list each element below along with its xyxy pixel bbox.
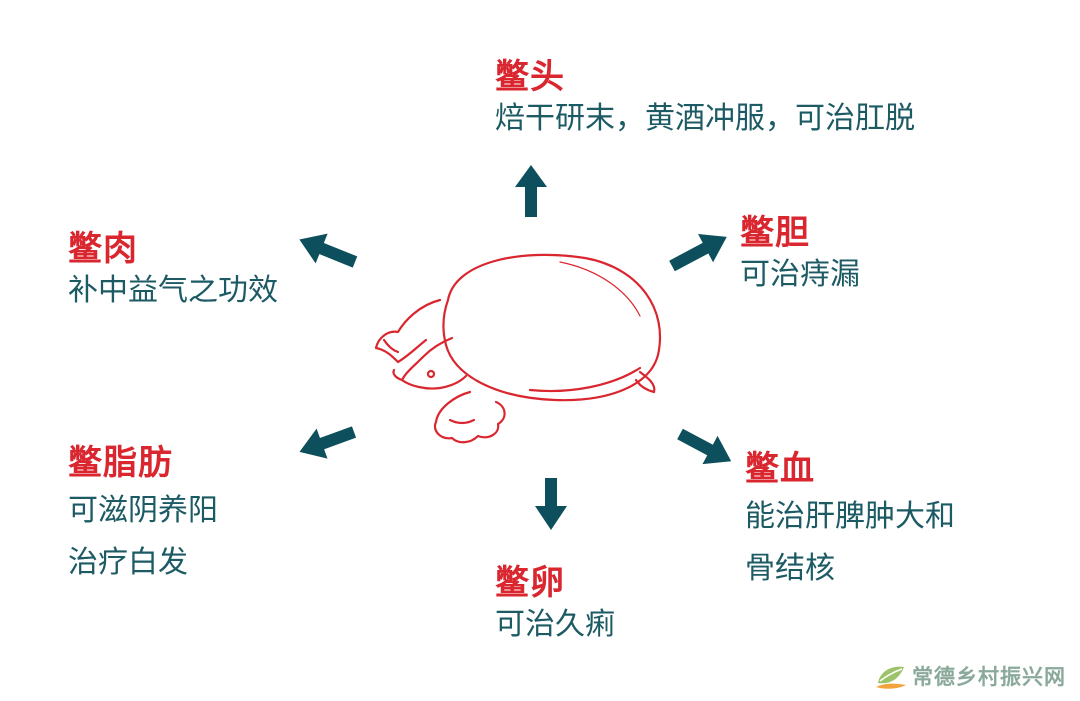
leaf-logo-icon	[876, 666, 906, 689]
node-head-title: 鳖头	[495, 57, 565, 97]
node-meat-line-1: 补中益气之功效	[68, 273, 278, 308]
node-meat-title: 鳖肉	[68, 229, 138, 269]
arrow-upleft-meat	[299, 233, 358, 268]
node-blood-line-2: 骨结核	[745, 551, 835, 586]
arrow-down-egg	[535, 478, 567, 530]
node-fat-line-2: 治疗白发	[68, 545, 188, 580]
node-gall-title: 鳖胆	[740, 213, 810, 253]
arrow-upright-gall	[669, 234, 727, 272]
node-egg-line-1: 可治久痢	[495, 607, 615, 642]
node-fat-line-1: 可滋阴养阳	[68, 493, 218, 528]
arrow-downright-blood	[677, 428, 732, 465]
arrow-up-head	[515, 165, 547, 217]
node-head-line-1: 焙干研末，黄酒冲服，可治肛脱	[495, 101, 915, 136]
node-meat: 鳖肉 补中益气之功效	[68, 228, 278, 312]
watermark-text: 常德乡村振兴网	[912, 665, 1066, 689]
watermark: 常德乡村振兴网	[874, 661, 1066, 691]
arrow-downleft-fat	[299, 426, 357, 459]
node-blood: 鳖血 能治肝脾肿大和 骨结核	[745, 448, 955, 590]
node-blood-title: 鳖血	[745, 449, 815, 489]
node-gall: 鳖胆 可治痔漏	[740, 212, 860, 296]
node-gall-line-1: 可治痔漏	[740, 257, 860, 292]
node-egg: 鳖卵 可治久痢	[495, 562, 615, 646]
node-head: 鳖头 焙干研末，黄酒冲服，可治肛脱	[495, 56, 915, 140]
node-blood-line-1: 能治肝脾肿大和	[745, 499, 955, 534]
node-egg-title: 鳖卵	[495, 563, 565, 603]
arrows	[299, 165, 732, 530]
turtle-icon	[374, 253, 662, 444]
node-fat: 鳖脂肪 可滋阴养阳 治疗白发	[68, 442, 218, 584]
node-fat-title: 鳖脂肪	[68, 443, 173, 483]
